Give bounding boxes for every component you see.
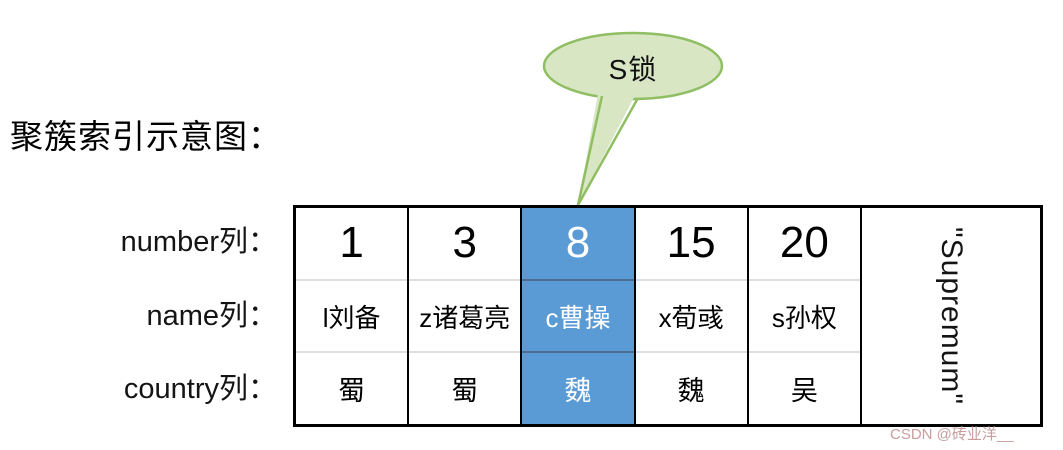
cell-number: 3 (452, 218, 478, 268)
supremum-label: "Supremum" (934, 226, 968, 406)
cell-name: c曹操 (522, 278, 634, 352)
cell-country: 吴 (748, 351, 860, 424)
record-column-highlighted: 8 c曹操 魏 (520, 208, 634, 424)
row-label-country: country列： (123, 373, 277, 405)
cell-name: l刘备 (296, 278, 408, 352)
record-column: 20 s孙权 吴 (746, 208, 860, 424)
cell-name: s孙权 (748, 278, 860, 352)
record-column: 3 z诸葛亮 蜀 (407, 208, 521, 424)
cell-name: z诸葛亮 (409, 278, 521, 352)
cell-number: 15 (666, 218, 716, 268)
index-table: 1 l刘备 蜀 3 z诸葛亮 蜀 8 c曹操 魏 15 x荀彧 魏 20 s孙权… (293, 205, 1043, 427)
record-column: 1 l刘备 蜀 (296, 208, 408, 424)
watermark: CSDN @砖业洋__ (890, 426, 1014, 443)
row-label-name: name列： (146, 300, 277, 332)
callout-tail-fill (578, 82, 641, 205)
cell-country: 蜀 (409, 351, 521, 424)
cell-number: 8 (565, 218, 591, 268)
cell-country: 魏 (522, 351, 634, 424)
cell-name: x荀彧 (635, 278, 747, 352)
cell-number: 20 (779, 218, 829, 268)
callout-tail-outline (576, 95, 640, 207)
record-column: 15 x荀彧 魏 (633, 208, 747, 424)
page-title: 聚簇索引示意图： (10, 117, 282, 156)
cell-number: 1 (339, 218, 364, 268)
supremum-column: "Supremum" (859, 208, 1040, 424)
cell-country: 蜀 (296, 351, 408, 424)
row-label-number: number列： (120, 226, 277, 258)
cell-country: 魏 (635, 351, 747, 424)
callout-label: S锁 (608, 54, 658, 85)
